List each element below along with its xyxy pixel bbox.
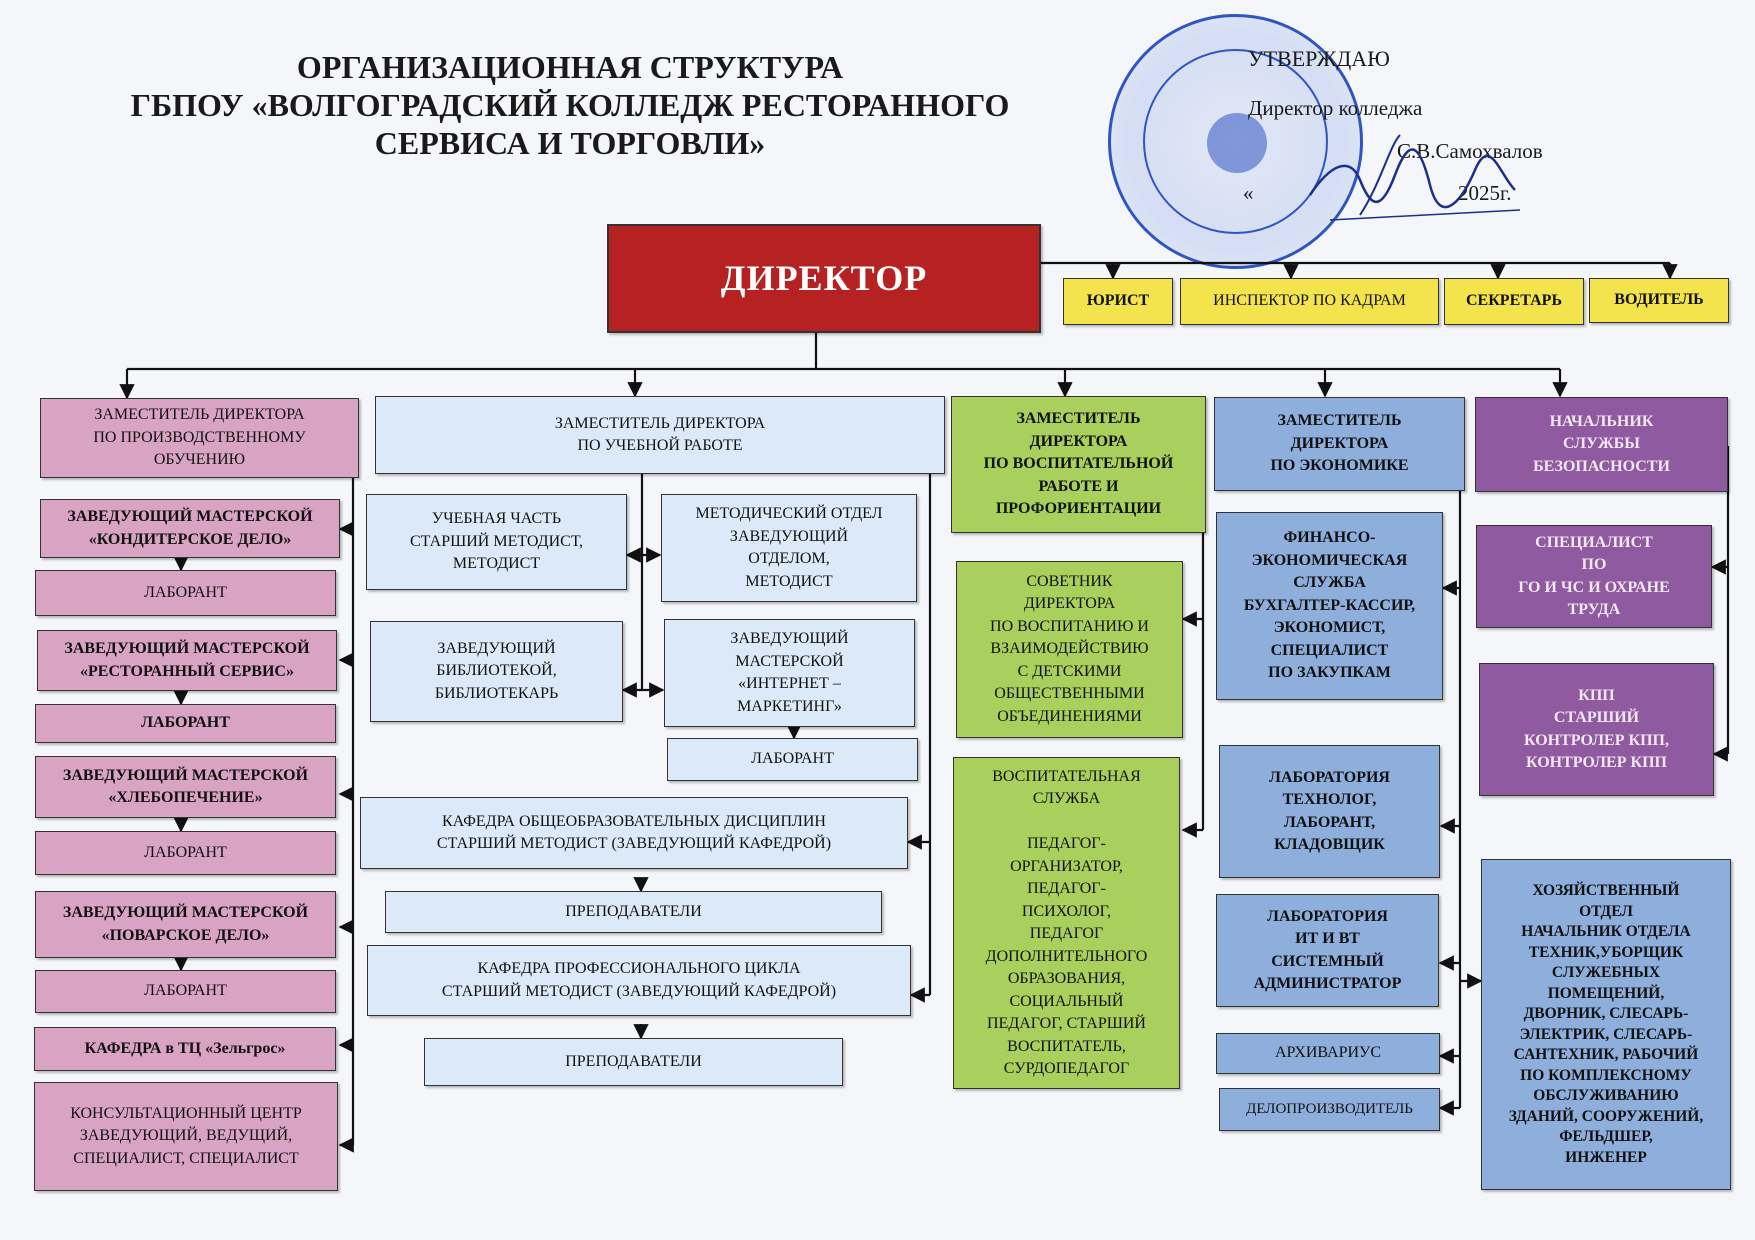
consulting-center[interactable]: КОНСУЛЬТАЦИОННЫЙ ЦЕНТР ЗАВЕДУЮЩИЙ, ВЕДУЩ… bbox=[34, 1082, 338, 1191]
deputy-upbringing-career[interactable]: ЗАМЕСТИТЕЛЬ ДИРЕКТОРА ПО ВОСПИТАТЕЛЬНОЙ … bbox=[951, 396, 1206, 533]
lab-assistant-internet[interactable]: ЛАБОРАНТ bbox=[667, 738, 918, 781]
workshop-bakery[interactable]: ЗАВЕДУЮЩИЙ МАСТЕРСКОЙ «ХЛЕБОПЕЧЕНИЕ» bbox=[35, 756, 336, 818]
lab-assistant-1[interactable]: ЛАБОРАНТ bbox=[35, 570, 336, 616]
upbringing-service[interactable]: ВОСПИТАТЕЛЬНАЯ СЛУЖБА ПЕДАГОГ- ОРГАНИЗАТ… bbox=[953, 757, 1180, 1089]
staff-secretary[interactable]: СЕКРЕТАРЬ bbox=[1444, 278, 1584, 325]
staff-lawyer[interactable]: ЮРИСТ bbox=[1063, 278, 1173, 325]
approver-position: Директор колледжа bbox=[1248, 96, 1423, 120]
coat-of-arms-icon bbox=[1207, 113, 1267, 173]
lab-it[interactable]: ЛАБОРАТОРИЯ ИТ И ВТ СИСТЕМНЫЙ АДМИНИСТРА… bbox=[1216, 894, 1439, 1007]
household-department[interactable]: ХОЗЯЙСТВЕННЫЙ ОТДЕЛ НАЧАЛЬНИК ОТДЕЛА ТЕХ… bbox=[1481, 859, 1731, 1190]
finance-economic-service[interactable]: ФИНАНСО- ЭКОНОМИЧЕСКАЯ СЛУЖБА БУХГАЛТЕР-… bbox=[1216, 512, 1443, 700]
archivist[interactable]: АРХИВАРИУС bbox=[1216, 1033, 1440, 1074]
teachers-professional[interactable]: ПРЕПОДАВАТЕЛИ bbox=[424, 1038, 843, 1086]
handwritten-signature bbox=[1308, 134, 1521, 221]
advisor-upbringing[interactable]: СОВЕТНИК ДИРЕКТОРА ПО ВОСПИТАНИЮ И ВЗАИМ… bbox=[956, 561, 1183, 738]
workshop-confectionery[interactable]: ЗАВЕДУЮЩИЙ МАСТЕРСКОЙ «КОНДИТЕРСКОЕ ДЕЛО… bbox=[40, 499, 340, 558]
workshop-internet-marketing[interactable]: ЗАВЕДУЮЩИЙ МАСТЕРСКОЙ «ИНТЕРНЕТ – МАРКЕТ… bbox=[664, 619, 915, 727]
staff-hr-inspector[interactable]: ИНСПЕКТОР ПО КАДРАМ bbox=[1180, 278, 1439, 325]
deputy-academic-work[interactable]: ЗАМЕСТИТЕЛЬ ДИРЕКТОРА ПО УЧЕБНОЙ РАБОТЕ bbox=[375, 396, 945, 474]
page-title: ОРГАНИЗАЦИОННАЯ СТРУКТУРА ГБПОУ «ВОЛГОГР… bbox=[130, 49, 1010, 161]
workshop-cooking[interactable]: ЗАВЕДУЮЩИЙ МАСТЕРСКОЙ «ПОВАРСКОЕ ДЕЛО» bbox=[35, 891, 336, 958]
checkpoint[interactable]: КПП СТАРШИЙ КОНТРОЛЕР КПП, КОНТРОЛЕР КПП bbox=[1479, 663, 1714, 796]
teachers-general[interactable]: ПРЕПОДАВАТЕЛИ bbox=[385, 891, 882, 933]
approve-label: УТВЕРЖДАЮ bbox=[1248, 46, 1390, 71]
workshop-restaurant-service[interactable]: ЗАВЕДУЮЩИЙ МАСТЕРСКОЙ «РЕСТОРАННЫЙ СЕРВИ… bbox=[37, 630, 337, 691]
clerk[interactable]: ДЕЛОПРОИЗВОДИТЕЛЬ bbox=[1219, 1088, 1440, 1131]
department-general-disciplines[interactable]: КАФЕДРА ОБЩЕОБРАЗОВАТЕЛЬНЫХ ДИСЦИПЛИН СТ… bbox=[360, 797, 908, 869]
seal-inner-ring bbox=[1143, 49, 1328, 234]
lab-assistant-4[interactable]: ЛАБОРАНТ bbox=[35, 970, 336, 1013]
head-security-service[interactable]: НАЧАЛЬНИК СЛУЖБЫ БЕЗОПАСНОСТИ bbox=[1475, 397, 1728, 492]
deputy-economics[interactable]: ЗАМЕСТИТЕЛЬ ДИРЕКТОРА ПО ЭКОНОМИКЕ bbox=[1214, 397, 1465, 491]
study-office[interactable]: УЧЕБНАЯ ЧАСТЬ СТАРШИЙ МЕТОДИСТ, МЕТОДИСТ bbox=[366, 494, 627, 590]
official-seal bbox=[1108, 14, 1363, 269]
specialist-civil-defense[interactable]: СПЕЦИАЛИСТ ПО ГО И ЧС И ОХРАНЕ ТРУДА bbox=[1476, 525, 1712, 628]
lab-assistant-3[interactable]: ЛАБОРАНТ bbox=[35, 831, 336, 875]
director-box[interactable]: ДИРЕКТОР bbox=[607, 224, 1041, 333]
library-head[interactable]: ЗАВЕДУЮЩИЙ БИБЛИОТЕКОЙ, БИБЛИОТЕКАРЬ bbox=[370, 621, 623, 722]
methodical-department[interactable]: МЕТОДИЧЕСКИЙ ОТДЕЛ ЗАВЕДУЮЩИЙ ОТДЕЛОМ, М… bbox=[661, 494, 917, 602]
deputy-production-training[interactable]: ЗАМЕСТИТЕЛЬ ДИРЕКТОРА ПО ПРОИЗВОДСТВЕННО… bbox=[40, 398, 359, 478]
department-professional-cycle[interactable]: КАФЕДРА ПРОФЕССИОНАЛЬНОГО ЦИКЛА СТАРШИЙ … bbox=[367, 945, 911, 1016]
department-selgros[interactable]: КАФЕДРА в ТЦ «Зельгрос» bbox=[34, 1027, 336, 1071]
approval-date-prefix: « bbox=[1243, 181, 1254, 205]
lab-technologist[interactable]: ЛАБОРАТОРИЯ ТЕХНОЛОГ, ЛАБОРАНТ, КЛАДОВЩИ… bbox=[1219, 745, 1440, 878]
staff-driver[interactable]: ВОДИТЕЛЬ bbox=[1589, 278, 1729, 323]
lab-assistant-2[interactable]: ЛАБОРАНТ bbox=[35, 704, 336, 743]
